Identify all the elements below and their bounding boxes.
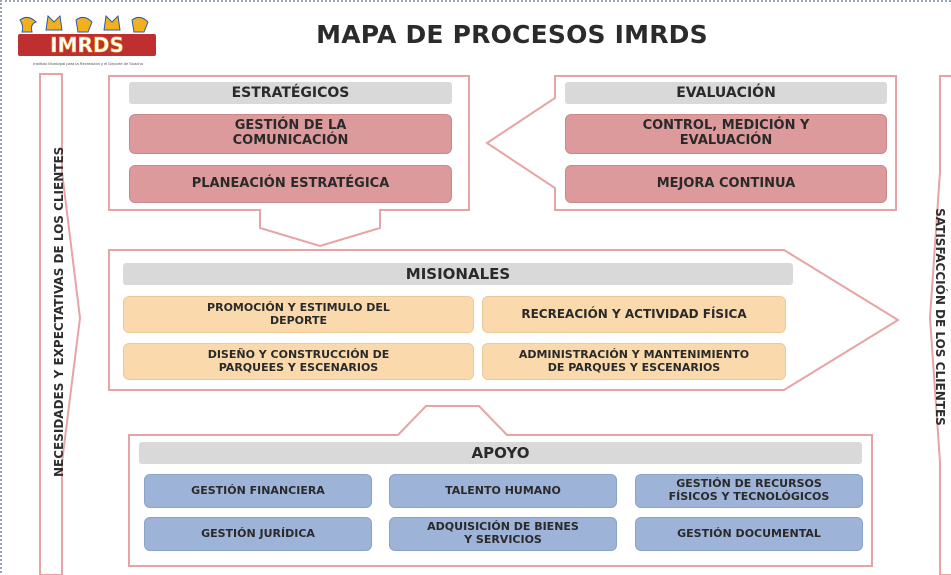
process-recursos-fisicos: GESTIÓN DE RECURSOS FÍSICOS Y TECNOLÓGIC… bbox=[635, 474, 863, 508]
process-promocion-deporte: PROMOCIÓN Y ESTIMULO DEL DEPORTE bbox=[123, 296, 474, 333]
process-label: DISEÑO Y CONSTRUCCIÓN DE PARQUEES Y ESCE… bbox=[207, 347, 390, 374]
process-planeacion-estrategica: PLANEACIÓN ESTRATÉGICA bbox=[129, 165, 452, 203]
process-diseno-construccion: DISEÑO Y CONSTRUCCIÓN DE PARQUEES Y ESCE… bbox=[123, 343, 474, 380]
process-label: ADQUISICIÓN DE BIENES Y SERVICIOS bbox=[427, 520, 579, 546]
process-label: GESTIÓN JURÍDICA bbox=[201, 526, 315, 540]
process-administracion-mantenimiento: ADMINISTRACIÓN Y MANTENIMIENTO DE PARQUE… bbox=[482, 343, 786, 380]
process-gestion-financiera: GESTIÓN FINANCIERA bbox=[144, 474, 372, 508]
process-talento-humano: TALENTO HUMANO bbox=[389, 474, 617, 508]
process-label: PLANEACIÓN ESTRATÉGICA bbox=[191, 175, 390, 191]
process-label: MEJORA CONTINUA bbox=[656, 175, 796, 191]
process-label: PROMOCIÓN Y ESTIMULO DEL DEPORTE bbox=[207, 300, 390, 327]
left-side-arrow bbox=[39, 73, 82, 575]
process-adquisicion-bienes: ADQUISICIÓN DE BIENES Y SERVICIOS bbox=[389, 517, 617, 551]
process-mejora-continua: MEJORA CONTINUA bbox=[565, 165, 887, 203]
misionales-heading: MISIONALES bbox=[123, 263, 793, 285]
process-label: GESTIÓN DOCUMENTAL bbox=[677, 526, 821, 540]
evaluacion-heading: EVALUACIÓN bbox=[565, 82, 887, 104]
right-side-arrow bbox=[928, 75, 951, 575]
left-side-label: NECESIDADES Y EXPECTATIVAS DE LOS CLIENT… bbox=[52, 146, 66, 477]
logo-tagline: Instituto Municipal para la Recreación y… bbox=[33, 62, 143, 66]
imrds-logo: IMRDS Instituto Municipal para la Recrea… bbox=[14, 12, 160, 74]
process-control-medicion: CONTROL, MEDICIÓN Y EVALUACIÓN bbox=[565, 114, 887, 154]
process-label: TALENTO HUMANO bbox=[445, 483, 561, 497]
right-side-label: SATISFACCIÓN DE LOS CLIENTES bbox=[933, 208, 947, 426]
process-gestion-documental: GESTIÓN DOCUMENTAL bbox=[635, 517, 863, 551]
process-label: GESTIÓN DE RECURSOS FÍSICOS Y TECNOLÓGIC… bbox=[668, 477, 830, 503]
apoyo-heading: APOYO bbox=[139, 442, 862, 464]
process-label: CONTROL, MEDICIÓN Y EVALUACIÓN bbox=[642, 118, 810, 148]
logo-figures-icon: IMRDS bbox=[14, 12, 160, 62]
process-label: RECREACIÓN Y ACTIVIDAD FÍSICA bbox=[521, 306, 747, 321]
logo-text: IMRDS bbox=[50, 33, 124, 57]
process-gestion-juridica: GESTIÓN JURÍDICA bbox=[144, 517, 372, 551]
estrategicos-heading: ESTRATÉGICOS bbox=[129, 82, 452, 104]
process-label: ADMINISTRACIÓN Y MANTENIMIENTO DE PARQUE… bbox=[518, 347, 750, 374]
process-recreacion-actividad: RECREACIÓN Y ACTIVIDAD FÍSICA bbox=[482, 296, 786, 333]
process-label: GESTIÓN DE LA COMUNICACIÓN bbox=[232, 118, 349, 148]
page-title: MAPA DE PROCESOS IMRDS bbox=[316, 20, 708, 49]
process-label: GESTIÓN FINANCIERA bbox=[191, 483, 325, 497]
process-gestion-comunicacion: GESTIÓN DE LA COMUNICACIÓN bbox=[129, 114, 452, 154]
